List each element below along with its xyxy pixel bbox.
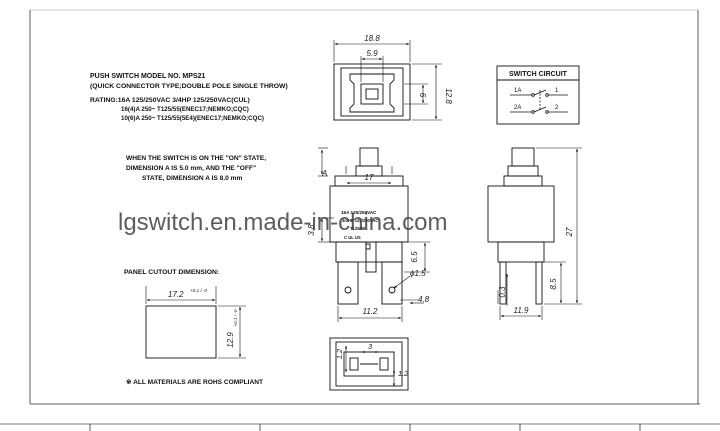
dim-side-base: 11.9 <box>514 306 530 315</box>
dim-front-hole: ϕ1.5 <box>410 269 426 278</box>
contact-label-1: 1 <box>555 88 559 94</box>
dim-top-inner: 5.9 <box>366 49 378 58</box>
panel-cutout-title: PANEL CUTOUT DIMENSION: <box>124 269 219 276</box>
dim-top-small: 6 <box>418 93 427 98</box>
front-view: 16A 125/250VAC 3/4HP 125/250VAC T125/55 … <box>307 147 430 322</box>
bottom-view: 1.2 3 1.2 <box>329 337 409 391</box>
cutout-width: 17.2 <box>168 290 184 299</box>
title-block: PUSH SWITCH MODEL NO. MPS21 (QUICK CONNE… <box>90 73 288 122</box>
top-view: 18.8 5.9 12.8 6 <box>333 34 453 121</box>
marking-line-1: 16A 125/250VAC <box>341 210 377 215</box>
note-line-2: DIMENSION A IS 5.0 mm, AND THE "OFF" <box>126 165 256 172</box>
marking-line-3: T125/55 <box>350 226 366 231</box>
note-line-1: WHEN THE SWITCH IS ON THE "ON" STATE, <box>126 155 266 162</box>
switch-circuit-title: SWITCH CIRCUIT <box>509 71 568 78</box>
watermark-text: lgswitch.en.made-in-china.com <box>118 209 447 236</box>
contact-label-2: 2 <box>555 105 559 111</box>
dim-side-pin: 8.5 <box>549 278 558 290</box>
dim-bottom-a: 1.2 <box>335 349 344 359</box>
dim-front-top: 17 <box>365 173 374 182</box>
note-line-3: STATE, DIMENSION A IS 8.0 mm <box>142 175 243 182</box>
rating-line-3: 10(6)A 250~ T125/55(5E4)(ENEC17;NEMKO;CQ… <box>121 115 264 122</box>
dim-bottom-c: 1.2 <box>398 369 408 378</box>
dim-side-height: 27 <box>565 227 574 237</box>
contact-label-1a: 1A <box>514 88 521 94</box>
marking-line-2: 3/4HP 125/250VAC <box>342 218 378 223</box>
dim-front-pin: 6.5 <box>410 251 419 263</box>
dim-front-base: 11.2 <box>363 307 379 316</box>
model-subtitle: (QUICK CONNECTOR TYPE;DOUBLE POLE SINGLE… <box>90 83 288 90</box>
cutout-width-tolerance: +0.1 / -0 <box>190 288 207 293</box>
dim-top-height: 12.8 <box>444 88 453 104</box>
side-view: 27 8.5 0.3 11.9 <box>487 147 582 320</box>
dim-front-offset: 4.8 <box>418 295 430 304</box>
cutout-height: 12.9 <box>226 332 235 348</box>
state-note: WHEN THE SWITCH IS ON THE "ON" STATE, DI… <box>126 155 327 182</box>
rating-line-2: 16(4)A 250~ T125/55(ENEC17;NEMKO;CQC) <box>121 106 249 113</box>
dim-bottom-b: 3 <box>368 342 373 351</box>
dim-side-gap: 0.3 <box>498 286 507 298</box>
contact-label-2a: 2A <box>514 105 521 111</box>
sheet-frame <box>0 9 720 431</box>
dim-front-left: 3.8 <box>307 224 316 236</box>
rohs-note: ※ ALL MATERIALS ARE ROHS COMPLIANT <box>126 378 263 386</box>
dim-a-label: A <box>321 169 327 178</box>
dim-top-width: 18.8 <box>364 34 380 43</box>
cutout-height-tolerance: +0.1 / -0 <box>233 309 238 326</box>
rating-line-1: RATING:16A 125/250VAC 3/4HP 125/250VAC(C… <box>90 97 250 104</box>
marking-line-4: C UL US <box>344 235 361 240</box>
model-title: PUSH SWITCH MODEL NO. MPS21 <box>90 73 205 80</box>
switch-circuit-diagram: SWITCH CIRCUIT 1A 2A 1 2 <box>496 65 580 125</box>
panel-cutout: PANEL CUTOUT DIMENSION: 17.2 +0.1 / -0 1… <box>124 269 263 386</box>
